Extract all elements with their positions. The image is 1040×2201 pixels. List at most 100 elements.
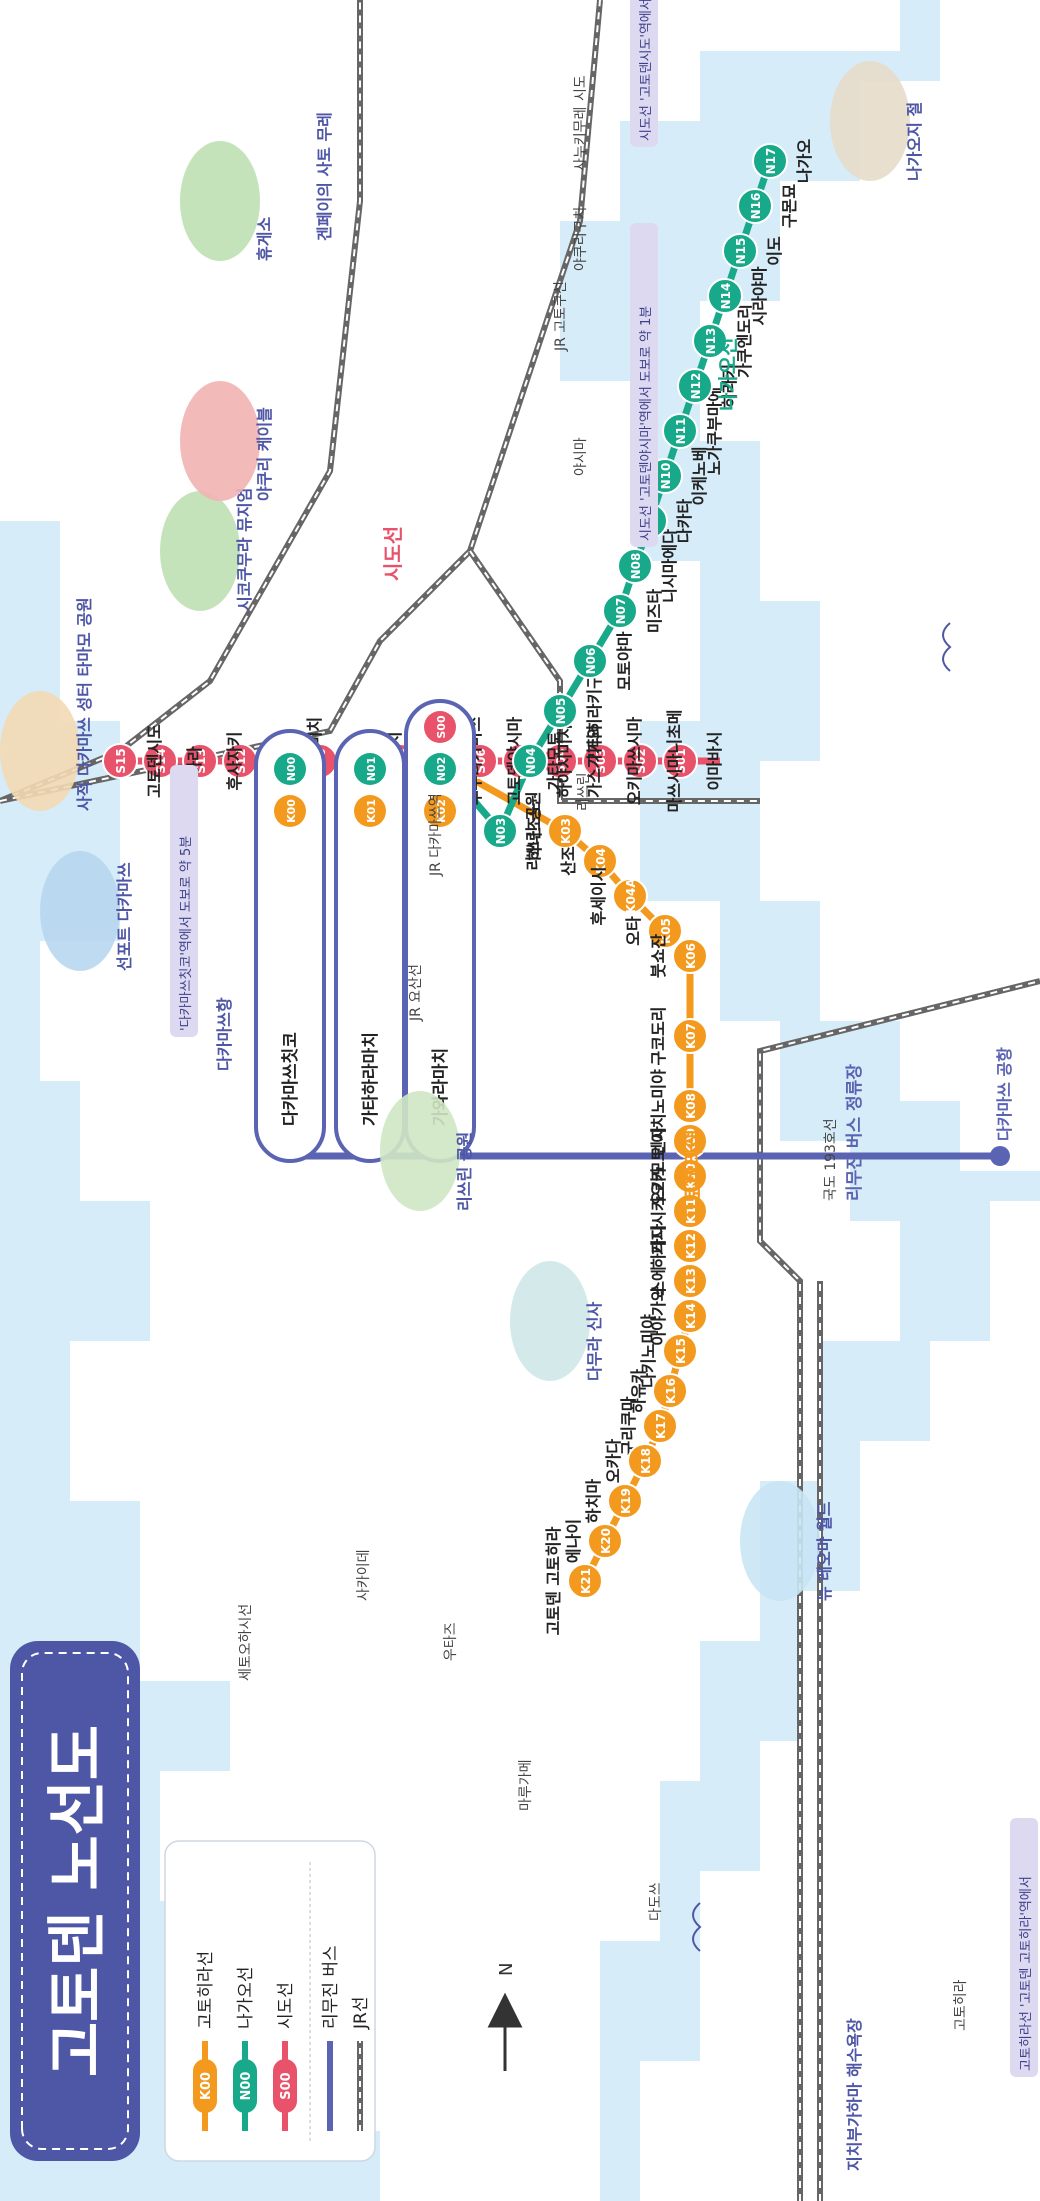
info-note-1: 시도선 '고토덴야시마'역에서 도보로 약 1분	[630, 223, 658, 547]
jr-track-dash-0	[0, 0, 361, 802]
kotohira-station-marker	[607, 1483, 643, 1519]
place-1: 다카마쓰항	[215, 997, 234, 1071]
bus-route-label: 국도 193호선	[823, 1118, 839, 1201]
place-label: 다카마쓰항	[215, 997, 234, 1071]
place-0: 선포트 다카마쓰	[40, 851, 134, 971]
kotohira-station-code: K05	[659, 918, 673, 944]
jr-track-dash-2	[469, 550, 760, 802]
nagao-station-code: N05	[554, 698, 568, 725]
shido-station-code: S12	[234, 748, 248, 773]
title-block: 고토덴 노선도	[10, 1641, 140, 2161]
kotohira-line-name: 고토히라선	[681, 1129, 705, 1221]
stations: S01이마바시S02마쓰시마니초메S03오키마쓰시마S04가스가가와S05가타모…	[102, 139, 814, 1635]
nagao-station-name: 노가쿠부마에	[705, 387, 724, 475]
kotohira-station-name: 하유카	[629, 1369, 648, 1413]
compass-arrow-icon	[487, 1992, 523, 2071]
kotohira-station-code: K03	[559, 818, 573, 844]
kotohira-station-marker	[587, 1523, 623, 1559]
shido-station-name: 가스가가와	[585, 724, 604, 798]
kotohira-station-name: 리쓰린 공원	[524, 791, 543, 870]
kotohira-station-code: K12	[684, 1233, 698, 1259]
shido-station-name: 가타모토	[545, 731, 564, 790]
nagao-station-name: 나가오	[795, 139, 814, 183]
shido-station-code: S14	[154, 748, 168, 773]
nagao-station-marker	[692, 323, 728, 359]
kotohira-station-code: K08	[684, 1093, 698, 1119]
legend-nagao-badge	[233, 2059, 257, 2113]
place-2: 사적 다카마쓰 성터 타마모 공원	[0, 597, 94, 811]
place-label: 지치부가하마 해수욕장	[845, 2018, 864, 2171]
kotohira-station-code: K16	[664, 1378, 678, 1404]
kotohira-station-code: K14	[684, 1303, 698, 1329]
place-label: 리쓰린 공원	[455, 1132, 474, 1211]
kotohira-station-marker	[547, 813, 583, 849]
jr-station-label-12: 고토히라	[953, 1979, 969, 2031]
place-label: 사적 다카마쓰 성터 타마모 공원	[75, 597, 94, 811]
nagao-station-code: N13	[704, 328, 718, 355]
legend-shido-badge	[273, 2059, 297, 2113]
place-label: 야쿠리 케이블	[255, 407, 274, 501]
shared-station-n-marker	[424, 753, 456, 785]
shared-station-frame	[254, 729, 326, 1163]
jr-station-label-3: 야쿠리구치	[573, 207, 589, 271]
nagao-station-name: 니시마에다	[660, 529, 679, 603]
place-label: 선포트 다카마쓰	[115, 862, 134, 971]
shido-station-code: S02	[634, 748, 648, 773]
nagao-station-name: 구몬묘	[780, 184, 799, 228]
nagao-station-code: N03	[494, 818, 508, 845]
map-title: 고토덴 노선도	[43, 1725, 113, 2077]
nagao-station-marker	[707, 278, 743, 314]
kotohira-station-name: 하타다	[649, 1224, 668, 1268]
place-10: 나가오지 절	[830, 61, 924, 181]
info-note-bg	[170, 765, 198, 1037]
kotohira-station-marker	[567, 1563, 603, 1599]
jr-station-label-2: 야시마	[573, 437, 589, 476]
nagao-station-name: 히라키	[720, 364, 739, 408]
nagao-station-marker	[722, 233, 758, 269]
nagao-station-code: N11	[674, 418, 688, 445]
kotohira-station-name: 아야가와	[649, 1286, 668, 1345]
kotohira-station-code: K13	[684, 1268, 698, 1294]
place-11: 지치부가하마 해수욕장	[845, 2018, 864, 2171]
shared-station-k-code: K00	[285, 799, 298, 823]
jr-station-label-0: JR 다카마쓰역	[428, 793, 444, 877]
jr-station-label-7: JR 고토쿠선	[553, 281, 569, 352]
place-6: 겐페이의 사토 무레	[315, 112, 334, 241]
nagao-station-name: 가쿠엔도리	[735, 304, 754, 378]
kotohira-station-marker	[672, 1298, 708, 1334]
nagao-station-marker	[737, 188, 773, 224]
kotohira-station-code: K11	[684, 1198, 698, 1224]
place-4: 야쿠리 케이블	[180, 381, 274, 501]
shido-station-name: 후사자키	[225, 732, 244, 791]
place-3: 시코쿠무라 뮤지엄	[160, 488, 254, 611]
place-illustration-icon	[40, 851, 120, 971]
kotohira-station-k16: K16 하유카	[629, 1369, 688, 1413]
nagao-station-marker	[752, 143, 788, 179]
legend-kotohira-code: K00	[199, 2072, 214, 2100]
shared-station-n-code: N00	[285, 756, 298, 781]
place-9: 뉴 레오마 월드	[740, 1481, 834, 1601]
nagao-station-code: N15	[734, 238, 748, 265]
kotohira-station-name: 에나이	[564, 1519, 583, 1563]
place-8: 다무라 신사	[510, 1261, 604, 1381]
shared-station-name: 가타하라마치	[361, 1032, 381, 1126]
nagao-station-marker	[512, 743, 548, 779]
nagao-station-code: N06	[584, 648, 598, 675]
shared-station-name: 다카마쓰칫코	[281, 1032, 301, 1126]
kotohira-station-code: K17	[654, 1413, 668, 1439]
info-note-3: 고토히라선 '고토덴 고토히라'역에서	[1010, 1818, 1038, 2077]
